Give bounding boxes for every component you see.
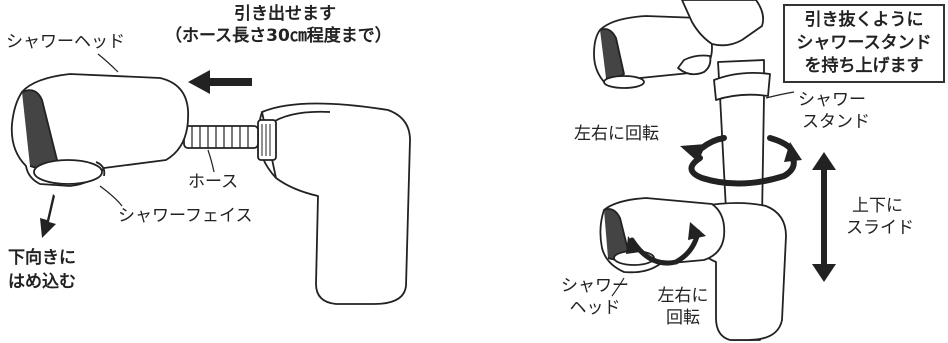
rotate2-label-1: 左右に	[657, 286, 709, 306]
stand-label-1: シャワー	[798, 90, 866, 110]
head-label-1: シャワー	[561, 276, 629, 296]
lift-instruction-box: 引き抜くように シャワースタンド を持ち上げます	[783, 4, 945, 83]
lift-label-3: を持ち上げます	[804, 56, 924, 76]
pull-out-label-2: （ホース長さ30㎝程度まで）	[165, 26, 392, 46]
push-down-arrow	[40, 194, 56, 238]
left-hose	[183, 125, 259, 149]
right-hand	[681, 0, 765, 47]
shower-face-label: シャワーフェイス	[118, 206, 253, 226]
left-coupling	[257, 119, 277, 161]
push-in-label-1: 下向きに	[8, 248, 76, 268]
left-faucet-body	[261, 102, 411, 305]
rotate-arrow-small	[629, 229, 701, 266]
head-label-2: ヘッド	[569, 298, 621, 318]
stand-label-2: スタンド	[802, 112, 870, 132]
slide-label-2: スライド	[846, 218, 914, 238]
lift-label-1: 引き抜くように	[804, 10, 924, 30]
pull-out-arrow	[188, 70, 252, 94]
pull-out-label-1: 引き出せます	[234, 4, 336, 24]
rotate-label: 左右に回転	[574, 124, 659, 144]
shower-head-label: シャワーヘッド	[6, 32, 125, 52]
hose-label: ホース	[188, 172, 239, 192]
slide-arrow	[812, 152, 836, 282]
rotate2-label-2: 回転	[666, 308, 700, 328]
lift-label-2: シャワースタンド	[796, 33, 932, 53]
push-in-label-2: はめ込む	[8, 272, 76, 292]
slide-label-1: 上下に	[852, 196, 903, 216]
